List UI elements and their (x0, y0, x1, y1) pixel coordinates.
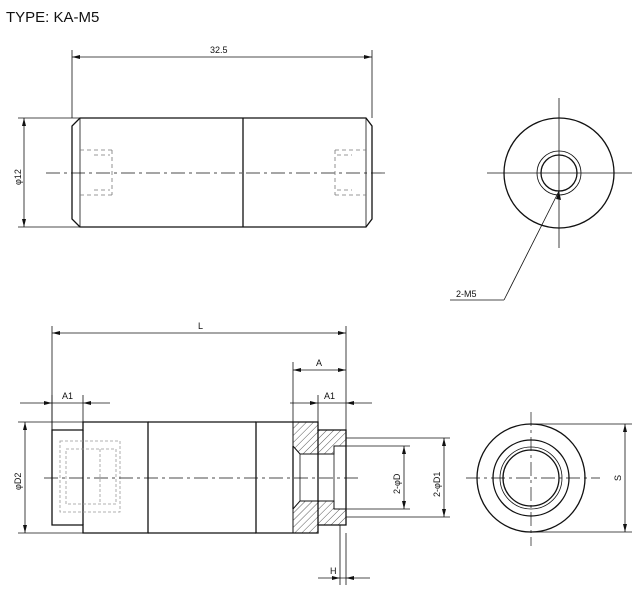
bottom-end-view: S (466, 412, 632, 546)
l-dim-label: L (198, 321, 203, 331)
d1-dimension: 2-φD1 (346, 437, 450, 518)
h-dim-label: H (330, 566, 337, 576)
h-dimension: H (318, 525, 370, 585)
d-dim-label: 2-φD (392, 473, 402, 494)
thread-callout: 2-M5 (450, 190, 561, 301)
body-outline (71, 117, 373, 228)
drawing-title: TYPE: KA-M5 (6, 9, 99, 26)
s-dimension: S (531, 423, 632, 533)
a1-left-label: A1 (62, 391, 73, 401)
l-dimension: L (51, 321, 347, 430)
right-hidden-hole (334, 149, 366, 196)
a1-right-label: A1 (324, 391, 335, 401)
top-end-view: 2-M5 (450, 98, 632, 301)
diameter-dimension: φ12 (13, 117, 80, 228)
a-dim-label: A (316, 358, 322, 368)
length-dimension: 32.5 (71, 45, 373, 118)
length-dim-label: 32.5 (210, 45, 228, 55)
diameter-dim-label: φ12 (13, 169, 23, 185)
d1-dim-label: 2-φD1 (432, 472, 442, 497)
bottom-section-view: L A A1 A1 (13, 321, 450, 585)
section-hatch-bottom (292, 500, 347, 534)
left-hidden-bore (59, 440, 121, 513)
left-hidden-hole (80, 149, 113, 196)
left-end-outline (51, 421, 149, 534)
top-side-view: 32.5 φ12 (13, 45, 388, 228)
d2-dimension: φD2 (13, 421, 83, 534)
thread-callout-label: 2-M5 (456, 289, 477, 299)
a-dimension: A (292, 358, 346, 422)
section-hatch-top (292, 421, 347, 455)
s-dim-label: S (613, 475, 623, 481)
a1-right-dimension: A1 (290, 391, 372, 422)
d2-dim-label: φD2 (13, 473, 23, 490)
a1-left-dimension: A1 (20, 391, 110, 430)
d-dimension: 2-φD (346, 445, 410, 510)
